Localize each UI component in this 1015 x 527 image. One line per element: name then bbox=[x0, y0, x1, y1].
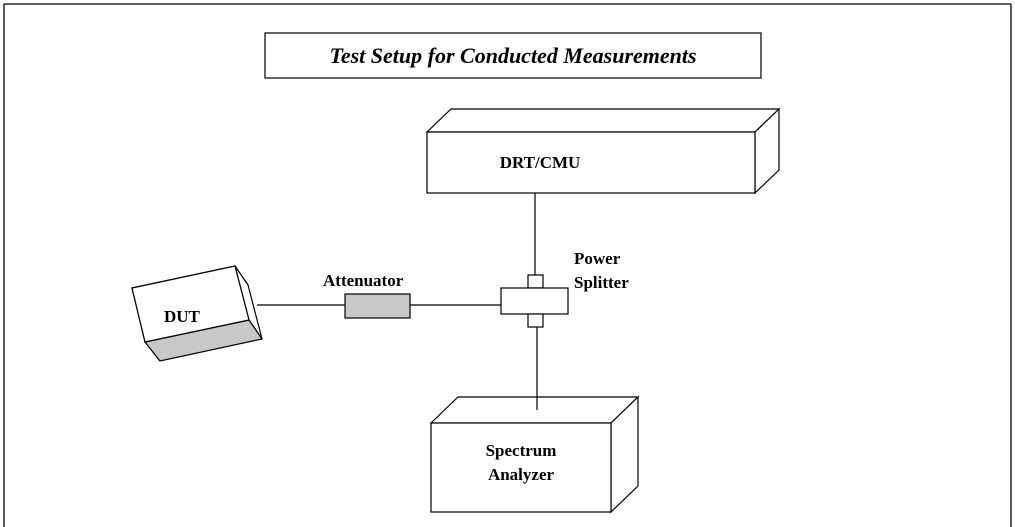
splitter-body bbox=[500, 287, 569, 315]
dut-device: DUT bbox=[130, 265, 263, 362]
connection-wires bbox=[257, 193, 538, 410]
diagram-title: Test Setup for Conducted Measurements bbox=[329, 43, 696, 68]
splitter-top-port bbox=[527, 274, 544, 289]
drt-cmu-label: DRT/CMU bbox=[500, 153, 581, 172]
spectrum-analyzer-device: Spectrum Analyzer bbox=[429, 395, 640, 514]
spectrum-analyzer-label-line2: Analyzer bbox=[488, 465, 555, 484]
attenuator-label: Attenuator bbox=[323, 271, 404, 290]
outer-frame bbox=[3, 3, 1012, 527]
attenuator-body bbox=[344, 293, 411, 319]
power-splitter-label-line2: Splitter bbox=[574, 273, 629, 292]
spectrum-analyzer-label-line1: Spectrum bbox=[486, 441, 557, 460]
title-box: Test Setup for Conducted Measurements bbox=[264, 32, 762, 79]
dut-label: DUT bbox=[164, 307, 201, 326]
splitter-bottom-port bbox=[527, 313, 544, 328]
drt-cmu-device: DRT/CMU bbox=[425, 107, 781, 195]
power-splitter-label-line1: Power bbox=[574, 249, 621, 268]
attenuator: Attenuator bbox=[323, 271, 411, 319]
power-splitter: Power Splitter bbox=[500, 249, 629, 328]
